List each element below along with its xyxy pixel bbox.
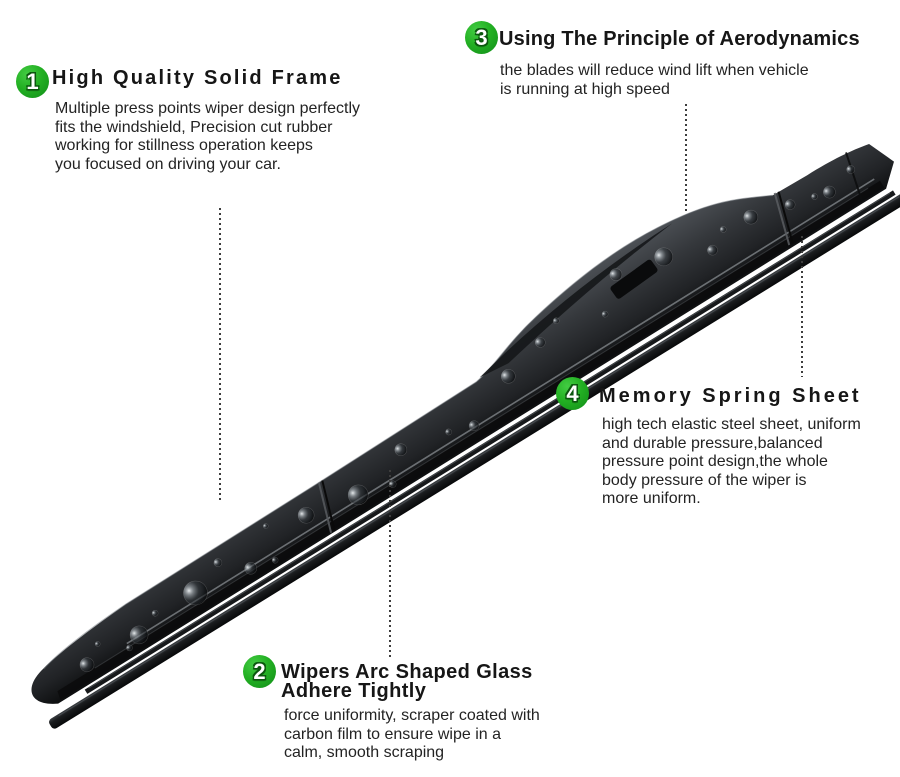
adapter-recess bbox=[479, 223, 673, 378]
rubber-strip bbox=[49, 190, 900, 729]
callout-4-title: Memory Spring Sheet bbox=[599, 385, 862, 407]
callout-3-title: Using The Principle of Aerodynamics bbox=[499, 28, 860, 50]
metal-rail bbox=[84, 190, 896, 694]
callout-3-number-badge: 3 bbox=[465, 21, 498, 54]
leader-line-callout-1 bbox=[219, 208, 221, 500]
callout-2-description: force uniformity, scraper coated with ca… bbox=[284, 707, 540, 761]
callout-2-number-badge: 2 bbox=[243, 655, 276, 688]
leader-line-callout-2 bbox=[389, 470, 391, 660]
leader-line-callout-4 bbox=[801, 236, 803, 377]
metal-streak bbox=[126, 178, 875, 645]
frame-joints bbox=[317, 152, 864, 533]
callout-1-description: Multiple press points wiper design perfe… bbox=[55, 100, 361, 173]
callout-2-title: Wipers Arc Shaped Glass Adhere Tightly bbox=[281, 661, 533, 702]
wiper-frame bbox=[31, 144, 894, 704]
callout-4-number-badge: 4 bbox=[556, 377, 589, 410]
callout-1-title: High Quality Solid Frame bbox=[52, 67, 343, 89]
arm-connector-slot bbox=[610, 259, 658, 299]
callout-4-description: high tech elastic steel sheet, uniform a… bbox=[602, 416, 861, 507]
leader-line-callout-3 bbox=[685, 104, 687, 212]
water-droplets bbox=[79, 165, 855, 672]
callout-3-description: the blades will reduce wind lift when ve… bbox=[500, 62, 809, 98]
callout-1-number-badge: 1 bbox=[16, 65, 49, 98]
